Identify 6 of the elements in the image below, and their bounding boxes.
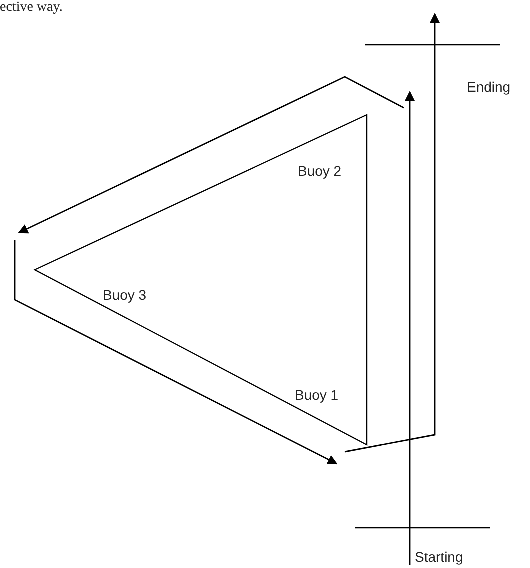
buoy-label: Buoy 3 [103,287,147,303]
buoy-label: Buoy 1 [295,387,339,403]
start-label: Starting [415,549,464,565]
page-text-fragment: ective way. [0,0,63,16]
finish-label: Ending [467,79,511,95]
buoy-label: Buoy 2 [298,163,342,179]
